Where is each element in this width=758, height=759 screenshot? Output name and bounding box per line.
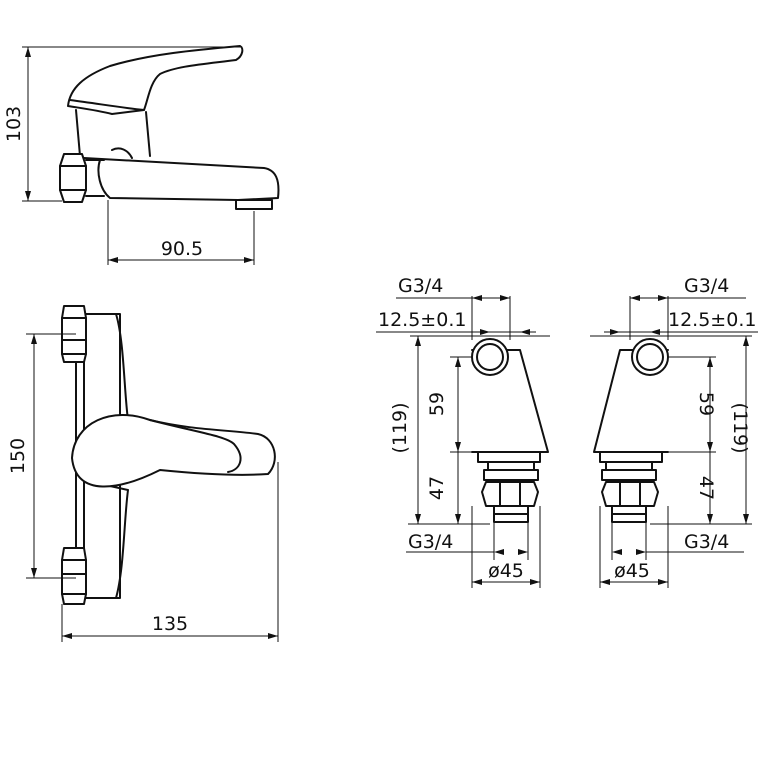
- label-top-width: 150: [7, 438, 29, 474]
- left-offset: 12.5±0.1: [378, 309, 466, 331]
- left-height-total: (119): [389, 402, 411, 453]
- right-height-total: (119): [729, 402, 751, 453]
- left-thread-bottom: G3/4: [408, 531, 453, 553]
- side-view: [22, 45, 280, 265]
- right-thread-bottom: G3/4: [684, 531, 729, 553]
- right-height-lower: 47: [695, 476, 717, 500]
- label-spout-reach: 90.5: [161, 238, 203, 260]
- left-height-upper: 59: [426, 392, 448, 416]
- right-diameter: ø45: [614, 560, 650, 582]
- label-top-length: 135: [152, 613, 188, 635]
- left-connector: [376, 295, 550, 588]
- left-height-lower: 47: [426, 476, 448, 500]
- left-thread-top: G3/4: [398, 275, 443, 297]
- right-connector: [590, 295, 758, 588]
- right-offset: 12.5±0.1: [668, 309, 756, 331]
- label-side-height: 103: [3, 106, 25, 142]
- right-thread-top: G3/4: [684, 275, 729, 297]
- top-view: [26, 305, 279, 642]
- right-height-upper: 59: [695, 392, 717, 416]
- left-diameter: ø45: [488, 560, 524, 582]
